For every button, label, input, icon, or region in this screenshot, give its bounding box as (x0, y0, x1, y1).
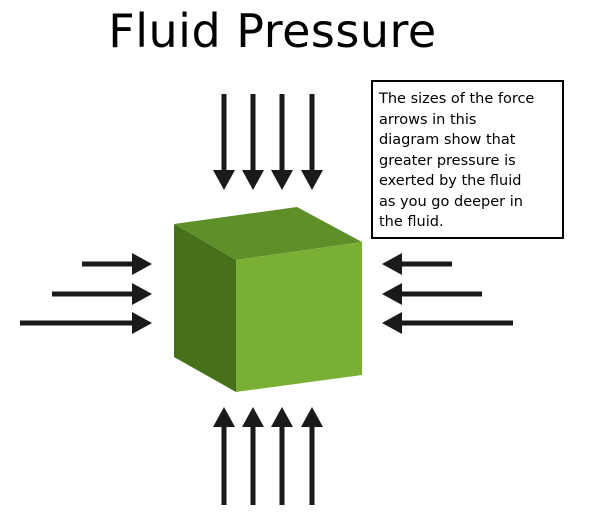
left-arrow-head (132, 253, 152, 275)
cube (174, 207, 362, 392)
cube-front-face (236, 242, 362, 392)
left-arrow-head (132, 312, 152, 334)
note-line: exerted by the fluid (379, 173, 522, 189)
left-arrows (20, 253, 152, 334)
top-arrow-head (301, 170, 323, 190)
right-arrows (382, 253, 513, 334)
note-line: diagram show that (379, 132, 516, 148)
cube-left-face (174, 224, 236, 392)
right-arrow-head (382, 253, 402, 275)
note-line: arrows in this (379, 111, 477, 128)
explanation-note: The sizes of the force arrows in this di… (371, 80, 564, 239)
bottom-arrow-head (301, 407, 323, 427)
note-line: greater pressure is (379, 152, 516, 169)
cube-top-face (174, 207, 362, 260)
top-arrow-head (242, 170, 264, 190)
top-arrows (213, 94, 323, 190)
left-arrow-head (132, 283, 152, 305)
top-arrow-head (213, 170, 235, 190)
right-arrow-head (382, 312, 402, 334)
note-line: as you go deeper in (379, 193, 523, 210)
bottom-arrow-head (213, 407, 235, 427)
bottom-arrow-head (271, 407, 293, 427)
diagram-title: Fluid Pressure (108, 4, 437, 58)
note-line: the fluid. (379, 214, 444, 230)
bottom-arrows (213, 407, 323, 505)
top-arrow-head (271, 170, 293, 190)
right-arrow-head (382, 283, 402, 305)
note-line: The sizes of the force (379, 91, 535, 107)
bottom-arrow-head (242, 407, 264, 427)
